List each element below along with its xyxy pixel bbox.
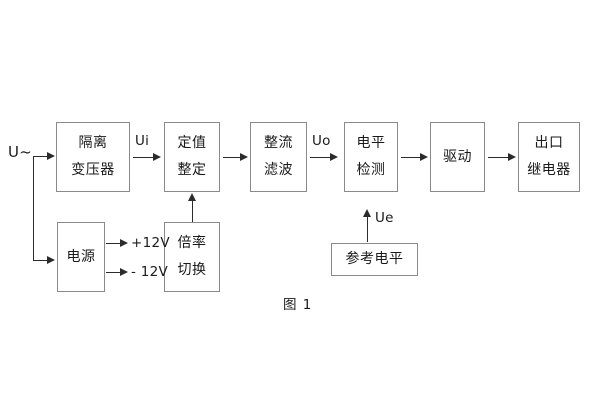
- block-isolation-transformer[interactable]: 隔离 变压器: [56, 122, 130, 192]
- rail-negative-label: - 12V: [131, 264, 169, 280]
- signal-label-ui: Ui: [135, 133, 150, 149]
- rail-negative-arrow: [120, 268, 128, 276]
- feed-to-transformer-line: [33, 156, 49, 157]
- block-power-supply[interactable]: 电源: [57, 222, 105, 292]
- block-setting-value-line2: 整定: [177, 162, 207, 178]
- signal-label-ue: Ue: [375, 210, 394, 226]
- block-rectify-filter-line2: 滤波: [264, 162, 293, 178]
- arrow-setting-to-rectify-line: [223, 157, 242, 158]
- signal-label-uo: Uo: [312, 133, 331, 149]
- arrow-multiplier-to-setting-line: [192, 200, 193, 222]
- feed-to-transformer-arrow: [47, 152, 55, 160]
- block-isolation-transformer-line1: 隔离: [78, 135, 108, 152]
- rail-positive-label: +12V: [131, 235, 170, 251]
- arrow-transformer-to-setting-line: [133, 157, 155, 158]
- block-level-detection-line1: 电平: [356, 135, 386, 152]
- arrow-level-to-driver-line: [401, 157, 422, 158]
- block-driver-line1: 驱动: [443, 148, 472, 165]
- arrow-multiplier-to-setting-head: [188, 193, 196, 201]
- arrow-setting-to-rectify-head: [240, 153, 248, 161]
- block-reference-level-line1: 参考电平: [345, 251, 404, 268]
- block-output-relay[interactable]: 出口 继电器: [518, 122, 580, 192]
- arrow-transformer-to-setting-head: [153, 153, 161, 161]
- block-rectify-filter[interactable]: 整流 滤波: [250, 122, 307, 192]
- rail-positive-line: [106, 243, 122, 244]
- arrow-level-to-driver-head: [420, 153, 428, 161]
- block-multiplier-switch-line1: 倍率: [177, 235, 207, 252]
- block-reference-level[interactable]: 参考电平: [331, 243, 418, 276]
- rail-negative-line: [106, 272, 122, 273]
- block-multiplier-switch[interactable]: 倍率 切换: [164, 222, 220, 292]
- figure-caption: 图 1: [283, 297, 313, 313]
- block-driver[interactable]: 驱动: [430, 122, 485, 192]
- feed-to-power-arrow: [47, 256, 55, 264]
- arrow-driver-to-relay-line: [488, 157, 510, 158]
- arrow-reference-to-level-line: [367, 216, 368, 242]
- block-output-relay-line1: 出口: [534, 135, 564, 152]
- input-source-label: U~: [8, 143, 33, 161]
- arrow-rectify-to-level-line: [310, 157, 332, 158]
- feed-to-power-line: [33, 260, 49, 261]
- input-trunk-vertical: [33, 156, 34, 260]
- block-setting-value-line1: 定值: [177, 135, 207, 152]
- arrow-reference-to-level-head: [363, 209, 371, 217]
- block-power-supply-line1: 电源: [66, 248, 96, 265]
- block-level-detection-line2: 检测: [356, 162, 386, 178]
- arrow-driver-to-relay-head: [508, 153, 516, 161]
- arrow-rectify-to-level-head: [330, 153, 338, 161]
- block-rectify-filter-line1: 整流: [264, 135, 293, 152]
- block-isolation-transformer-line2: 变压器: [71, 162, 115, 178]
- block-level-detection[interactable]: 电平 检测: [344, 122, 398, 192]
- block-output-relay-line2: 继电器: [527, 162, 571, 178]
- block-multiplier-switch-line2: 切换: [177, 262, 207, 278]
- block-setting-value[interactable]: 定值 整定: [164, 122, 220, 192]
- rail-positive-arrow: [120, 239, 128, 247]
